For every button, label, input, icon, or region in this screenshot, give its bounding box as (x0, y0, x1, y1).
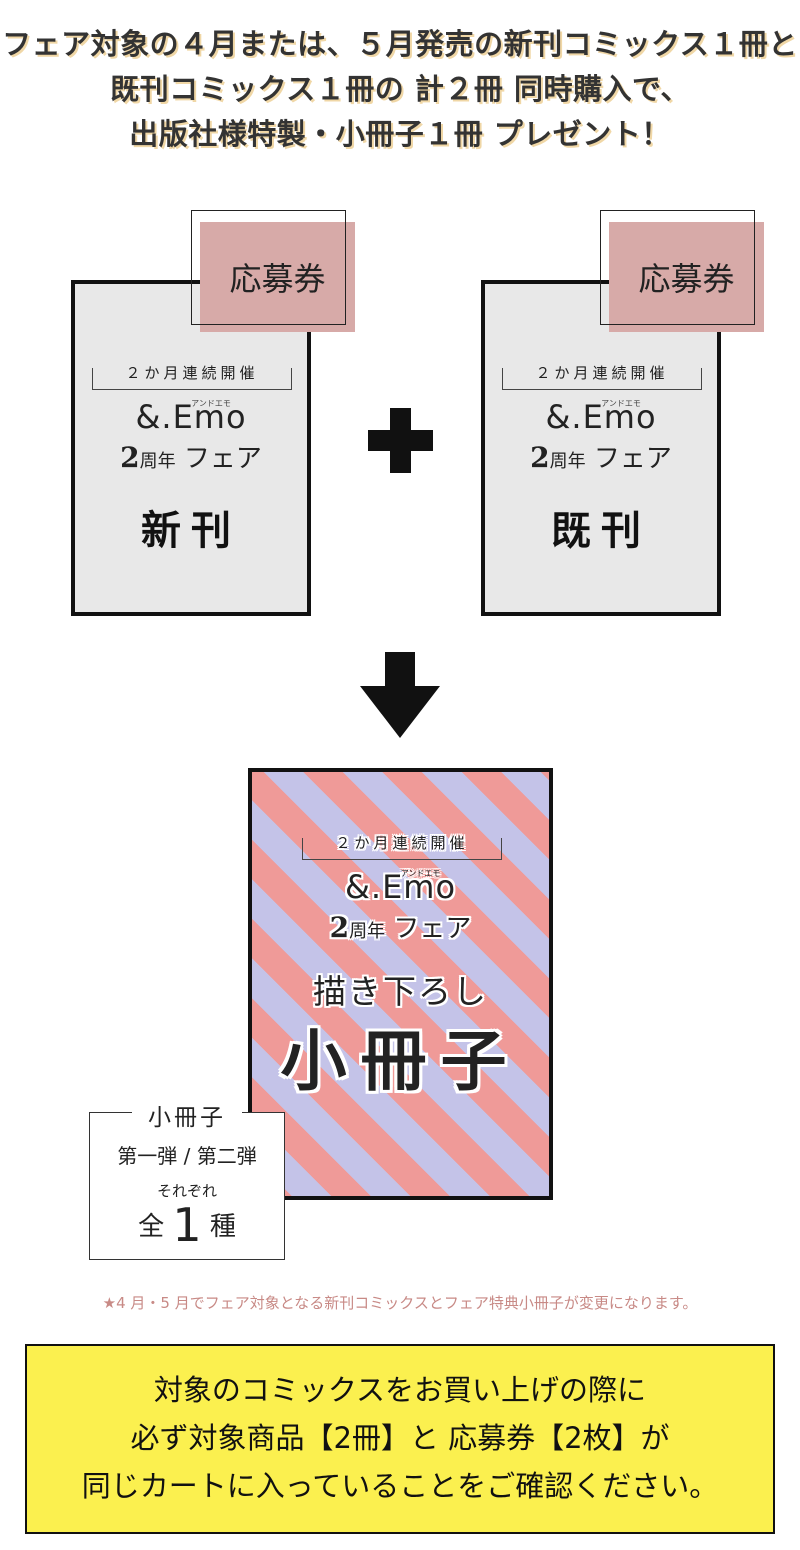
backlist-card (481, 280, 721, 616)
down-arrow-head (360, 686, 440, 738)
booklet-brand-logo: &.Emo (344, 868, 457, 906)
booklet-fair-bracket: ２か月連続開催 (302, 836, 502, 860)
brand-ruby: アンドエモ (191, 399, 231, 408)
fair-text: フェア (183, 444, 262, 474)
set-box-count: 1 (172, 1198, 202, 1252)
new-release-card (71, 280, 311, 616)
voucher-tag: 応募券 (200, 222, 355, 332)
fair-bracket: ２か月連続開催 (92, 366, 292, 390)
set-box-header: 小冊子 (132, 1098, 242, 1132)
brand-logo: &.Emo (135, 398, 247, 436)
anniversary-number: 2 (120, 441, 140, 474)
set-box-line-3: 全 1 種 (89, 1200, 285, 1252)
booklet-subtitle: 描き下ろし (313, 972, 488, 1011)
headline: フェア対象の４月または、５月発売の新刊コミックス１冊と 既刊コミックス１冊の 計… (0, 22, 800, 157)
anniversary-number-2: 2 (530, 441, 550, 474)
fair-bracket-text-2: ２か月連続開催 (535, 364, 669, 382)
cart-notice-line-3: 同じカートに入っていることをご確認ください。 (81, 1469, 719, 1503)
booklet-brand-ruby: アンドエモ (400, 869, 441, 878)
booklet-anniversary-number: 2 (329, 911, 350, 944)
voucher-tag-2: 応募券 (609, 222, 764, 332)
set-box-kind: 種 (209, 1212, 236, 1242)
cart-notice-line-2: 必ず対象商品【2冊】と 応募券【2枚】が (130, 1421, 670, 1455)
anniversary-title-2: 2周年 フェア (481, 438, 721, 475)
booklet-title: 小冊子 (280, 1023, 521, 1100)
plus-icon-vertical (390, 408, 411, 473)
booklet-anniversary-title: 2周年 フェア (248, 908, 553, 945)
headline-line-1: フェア対象の４月または、５月発売の新刊コミックス１冊と (2, 27, 798, 61)
brand-logo-2: &.Emo (545, 398, 657, 436)
voucher-outline (191, 210, 346, 325)
change-note: ★4 月・5 月でフェア対象となる新刊コミックスとフェア特典小冊子が変更になりま… (102, 1294, 698, 1312)
brand-ruby-2: アンドエモ (601, 399, 641, 408)
headline-line-3: 出版社様特製・小冊子１冊 プレゼント！ (129, 117, 671, 151)
fair-text-2: フェア (593, 444, 672, 474)
booklet-cover (248, 768, 553, 1200)
card-label-backlist: 既刊 (551, 508, 651, 554)
anniversary-text: 周年 (139, 451, 176, 472)
cart-notice: 対象のコミックスをお買い上げの際に 必ず対象商品【2冊】と 応募券【2枚】が 同… (25, 1344, 775, 1534)
set-box-all: 全 (138, 1212, 165, 1242)
voucher-outline-2 (600, 210, 755, 325)
set-box-line-2: それぞれ (156, 1182, 217, 1200)
cart-notice-line-1: 対象のコミックスをお買い上げの際に (153, 1373, 647, 1407)
anniversary-text-2: 周年 (549, 451, 586, 472)
voucher-label: 応募券 (229, 260, 326, 298)
fair-bracket-2: ２か月連続開催 (502, 366, 702, 390)
fair-bracket-text: ２か月連続開催 (125, 364, 259, 382)
anniversary-title: 2周年 フェア (71, 438, 311, 475)
booklet-set-box (89, 1112, 285, 1260)
set-box-line-1: 第一弾 / 第二弾 (117, 1144, 257, 1168)
booklet-fair-text: フェア (393, 914, 472, 944)
voucher-label-2: 応募券 (638, 260, 735, 298)
down-arrow-icon (385, 652, 415, 688)
card-label-new: 新刊 (141, 508, 241, 554)
headline-line-2: 既刊コミックス１冊の 計２冊 同時購入で、 (110, 72, 690, 106)
booklet-anniversary-text: 周年 (349, 921, 386, 942)
booklet-fair-bracket-text: ２か月連続開催 (335, 834, 469, 852)
